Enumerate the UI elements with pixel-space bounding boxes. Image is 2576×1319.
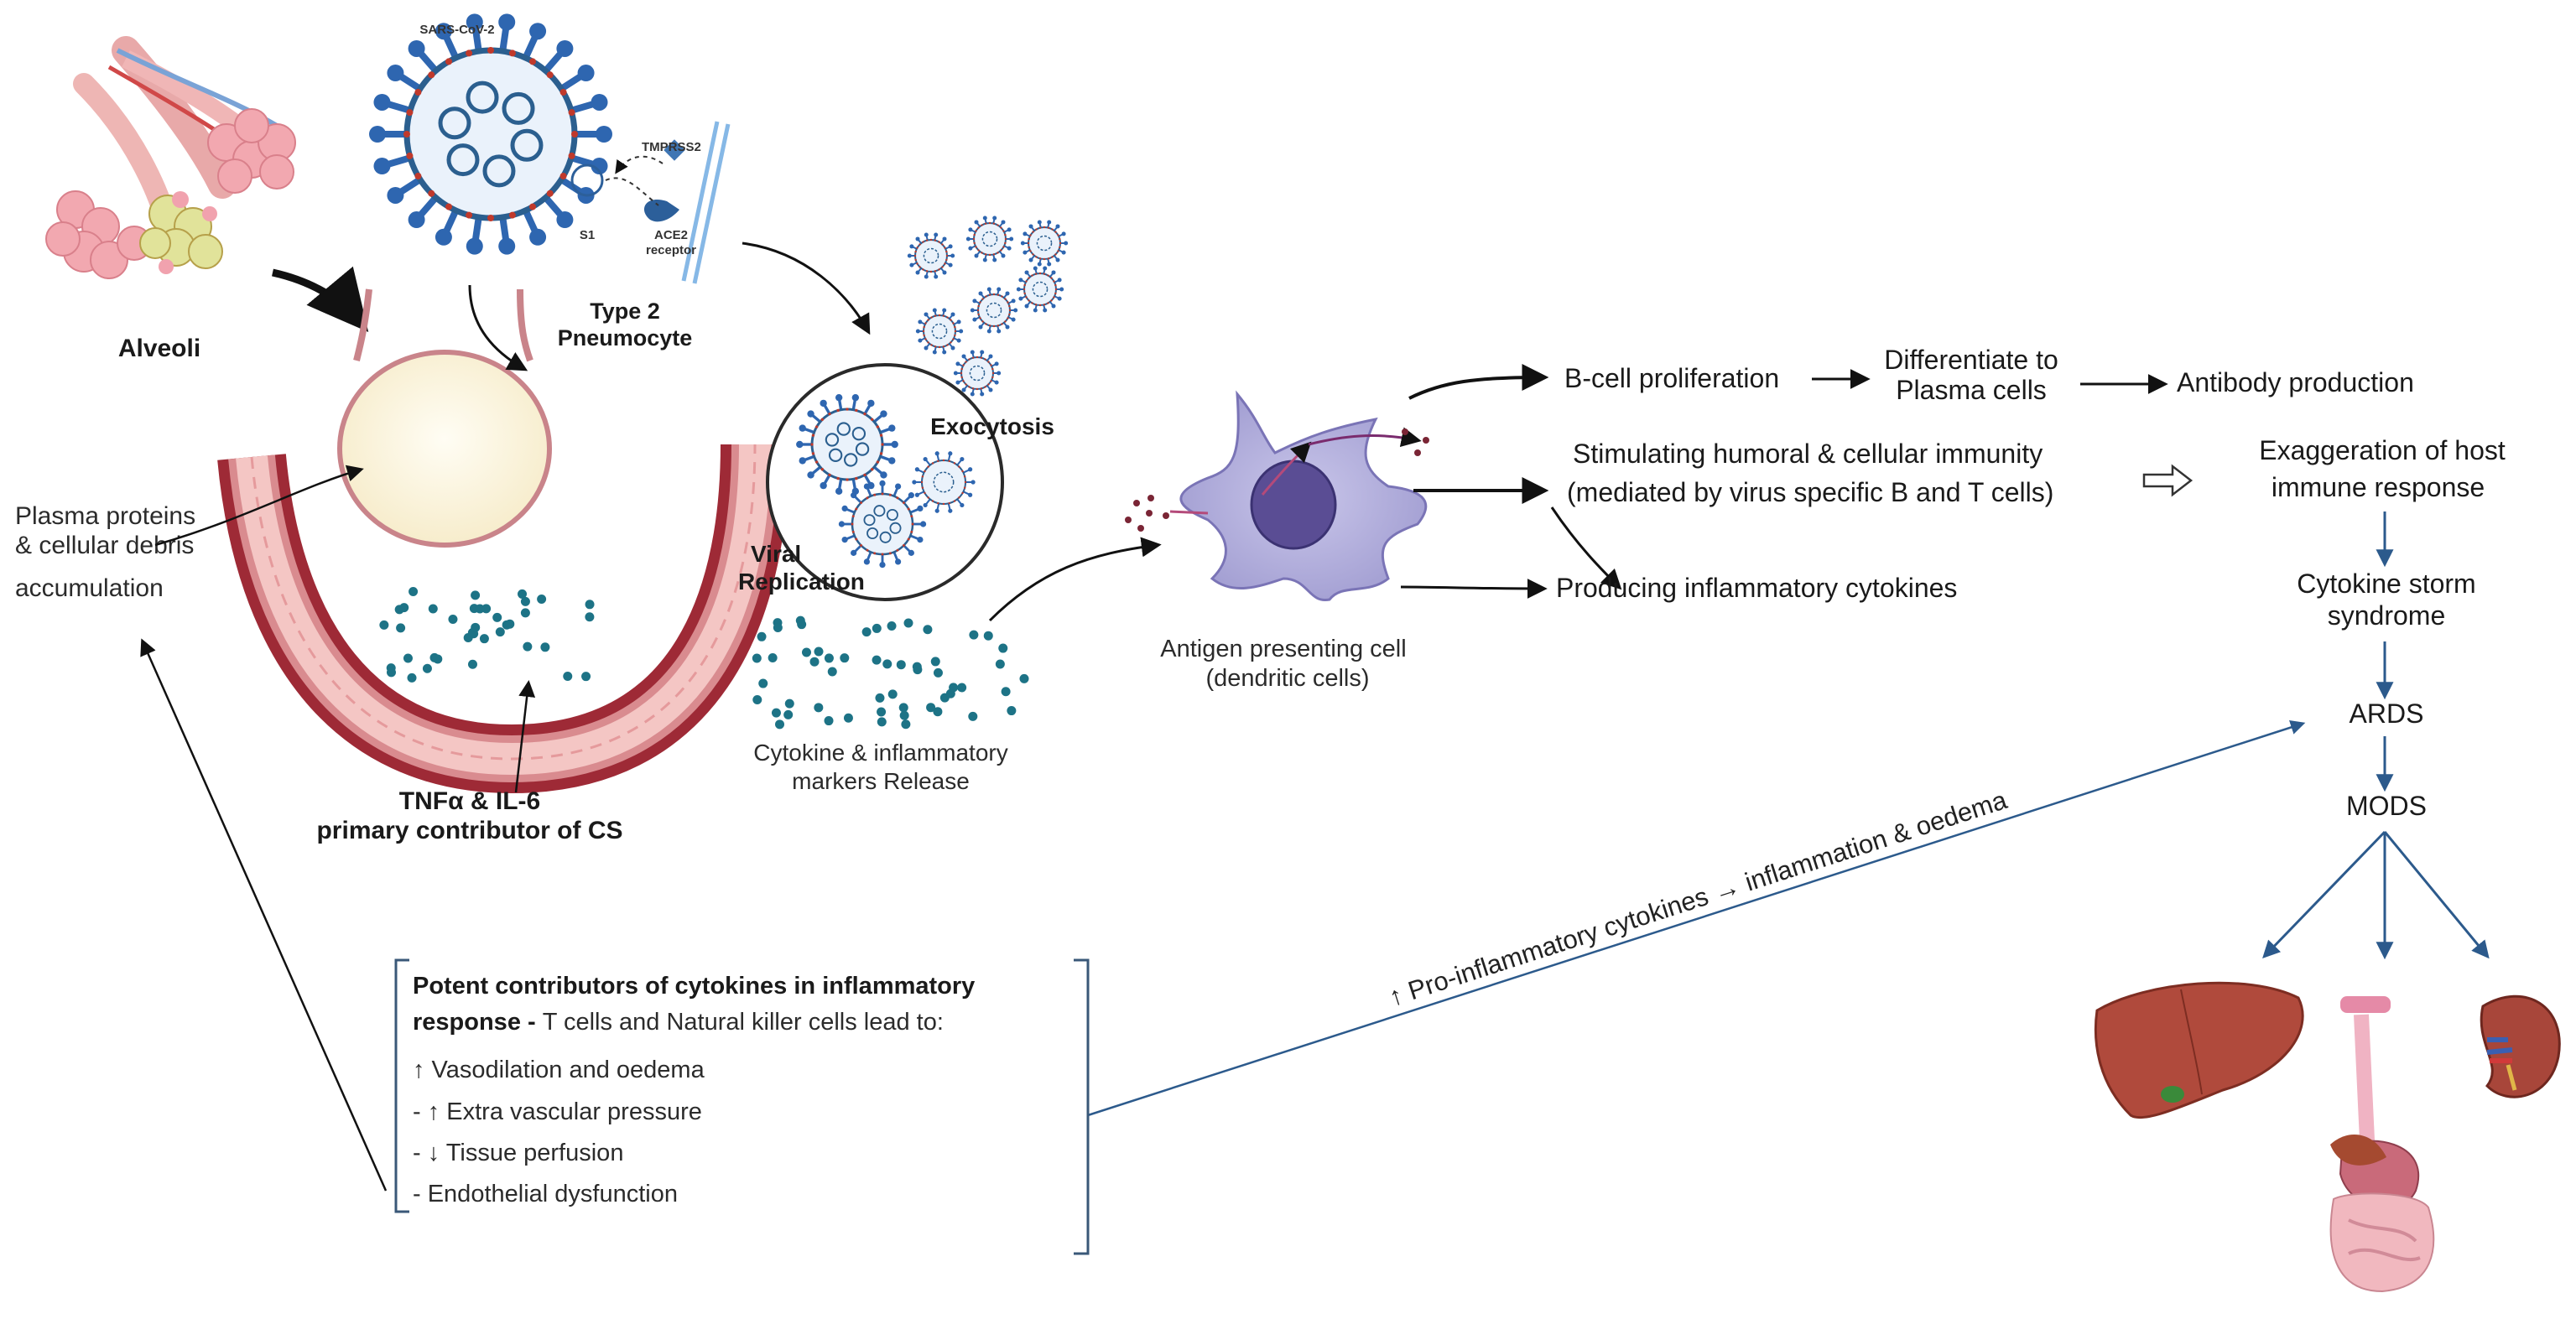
arrow-stim-to-producing xyxy=(1550,506,1622,590)
box-line-2: response - T cells and Natural killer ce… xyxy=(413,1009,944,1036)
cytokine-particles-release xyxy=(752,615,1029,730)
arrow-plasma-to-sac xyxy=(154,465,364,547)
bcell-text: B-cell proliferation xyxy=(1564,363,1779,393)
pro-inflammatory-label: ↑ Pro-inflammatory cytokines → inflammat… xyxy=(1385,785,2011,1012)
alveolar-sac xyxy=(337,288,552,548)
arrow-to-bcell xyxy=(1408,364,1549,400)
alveoli-label: Alveoli xyxy=(118,335,200,362)
cell-membrane xyxy=(570,121,731,284)
tnf-sub-label: primary contributor of CS xyxy=(316,817,622,844)
arrow-alveoli-to-sac xyxy=(272,266,369,333)
box-item-2: - ↑ Extra vascular pressure xyxy=(413,1098,702,1125)
cytokine-particles-vessel xyxy=(379,587,595,683)
exocytosis-label: Exocytosis xyxy=(930,413,1054,439)
type2-label: Type 2 xyxy=(590,299,660,324)
liver-illustration xyxy=(2094,981,2304,1119)
arrow-to-apc xyxy=(988,537,1162,622)
arrow-tnf-up xyxy=(514,680,536,793)
arrow-to-replication xyxy=(742,241,871,335)
box-line-2-bold: response - xyxy=(413,1009,543,1036)
apc-label-2: (dendritic cells) xyxy=(1206,665,1370,692)
storm-text-1: Cytokine storm xyxy=(2297,569,2475,599)
hollow-arrow-to-exaggeration xyxy=(2142,464,2194,497)
apc-label-1: Antigen presenting cell xyxy=(1160,636,1406,662)
blood-vessel xyxy=(217,444,789,794)
tnf-label: TNFα & IL-6 xyxy=(399,787,540,815)
kidney-illustration xyxy=(2480,994,2561,1098)
arrow-mods-to-liver xyxy=(2262,830,2386,959)
contributors-box: Potent contributors of cytokines in infl… xyxy=(394,958,1090,1255)
plasma-label-3: accumulation xyxy=(15,574,164,602)
ace2-label: ACE2 xyxy=(654,228,688,242)
stimulating-text-2: (mediated by virus specific B and T cell… xyxy=(1567,477,2053,507)
cytokine-release-label-2: markers Release xyxy=(792,768,970,794)
mods-text: MODS xyxy=(2346,791,2427,821)
replicating-virions xyxy=(796,393,976,569)
box-line-2-rest: T cells and Natural killer cells lead to… xyxy=(543,1009,944,1036)
ace2-receptor-label: receptor xyxy=(646,243,696,257)
producing-text: Producing inflammatory cytokines xyxy=(1556,573,1957,603)
pneumocyte-label: Pneumocyte xyxy=(558,325,693,351)
storm-text-2: syndrome xyxy=(2328,600,2446,631)
arrow-box-to-ards xyxy=(1087,719,2306,1117)
cytokine-release-label-1: Cytokine & inflammatory xyxy=(753,740,1007,766)
stimulating-text-1: Stimulating humoral & cellular immunity xyxy=(1573,439,2043,469)
diff-text-1: Differentiate to xyxy=(1884,345,2058,375)
viral-label: Viral xyxy=(751,541,801,567)
tmprss2-label: TMPRSS2 xyxy=(642,140,701,154)
digestive-tract-illustration xyxy=(2329,996,2435,1293)
antibody-text: Antibody production xyxy=(2177,367,2414,397)
ards-text: ARDS xyxy=(2350,698,2424,729)
sars-cov-2-label: SARS-CoV-2 xyxy=(419,23,494,37)
released-virions xyxy=(907,216,1069,397)
replication-label: Replication xyxy=(738,569,865,595)
arrow-to-producing xyxy=(1400,578,1548,599)
box-item-4: - Endothelial dysfunction xyxy=(413,1181,678,1207)
s1-label: S1 xyxy=(580,228,595,242)
box-item-3: - ↓ Tissue perfusion xyxy=(413,1140,623,1166)
arrow-virus-to-pneumocyte xyxy=(468,284,528,371)
plasma-label-1: Plasma proteins xyxy=(15,502,195,530)
box-line-1: Potent contributors of cytokines in infl… xyxy=(413,973,975,1000)
box-item-1: ↑ Vasodilation and oedema xyxy=(413,1057,705,1083)
arrow-box-to-plasma xyxy=(140,638,388,1192)
exaggeration-text-1: Exaggeration of host xyxy=(2259,435,2506,465)
diff-text-2: Plasma cells xyxy=(1896,375,2047,405)
exaggeration-text-2: immune response xyxy=(2272,472,2485,502)
alveoli-illustration: Alveoli xyxy=(45,36,296,362)
plasma-label-2: & cellular debris xyxy=(15,532,194,559)
arrow-mods-to-kidney xyxy=(2383,831,2490,959)
dendritic-cell xyxy=(1125,390,1429,602)
sars-cov-2-virion xyxy=(369,13,612,255)
